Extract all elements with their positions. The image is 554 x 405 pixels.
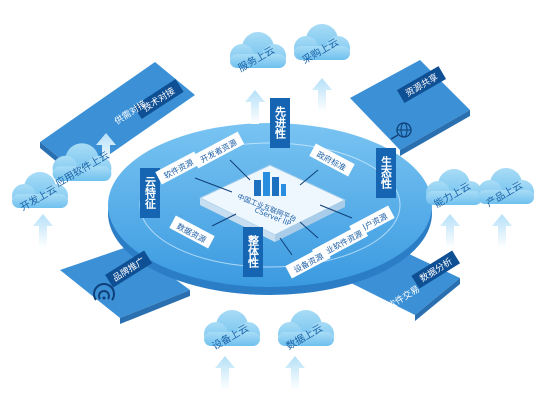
building-chart-icon (254, 172, 286, 196)
connector-lines (194, 159, 353, 256)
pillar-ecology: 生态性 (376, 148, 396, 198)
globe-icon (390, 122, 412, 140)
pillar-advanced: 先进性 (270, 98, 290, 148)
pillar-cloud: 云特征 (140, 168, 160, 218)
pillar-ecology-label: 生态性 (380, 155, 393, 190)
upload-arrows (33, 78, 512, 390)
wing-panel-bottom-left (60, 246, 190, 324)
wifi-icon (93, 283, 115, 301)
pillar-cloud-label: 云特征 (144, 176, 157, 210)
pillar-integrity-label: 整体性 (247, 234, 261, 269)
pillar-integrity: 整体性 (243, 227, 263, 277)
pillar-advanced-label: 先进性 (274, 105, 287, 140)
